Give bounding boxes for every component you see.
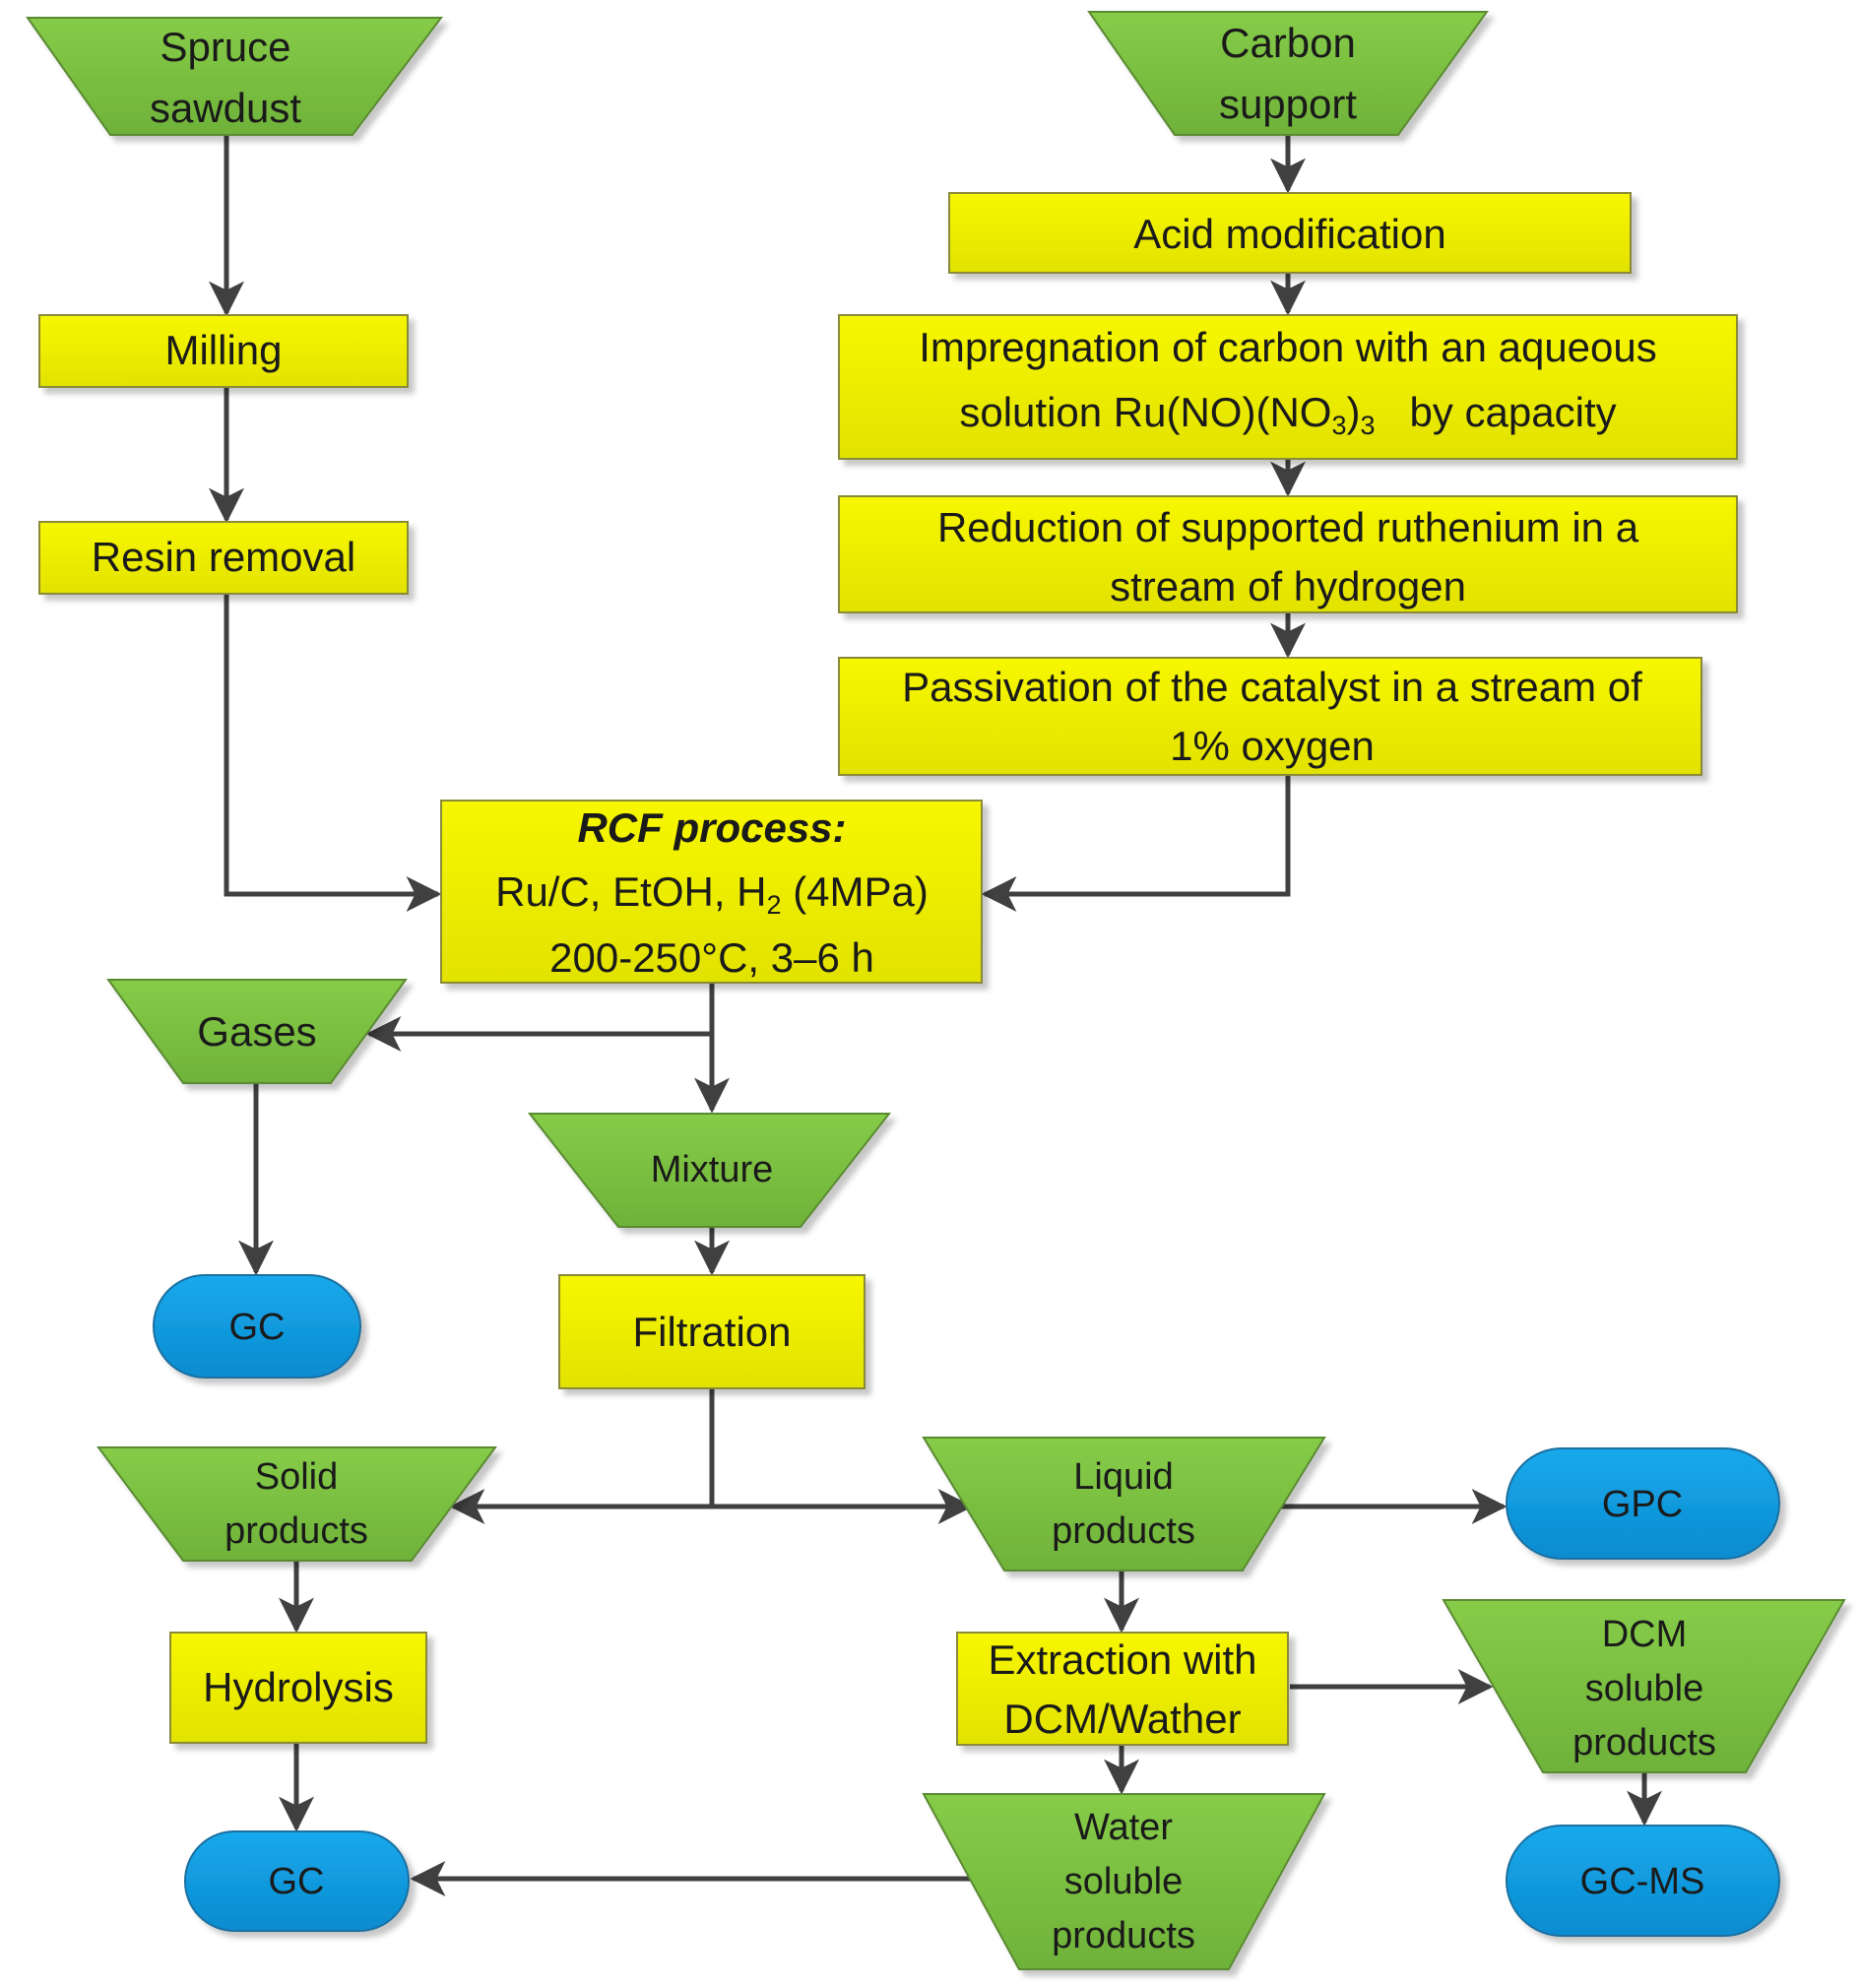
arrow-passivation-to-rcf — [981, 775, 1291, 912]
resin-removal-label: Resin removal — [92, 534, 355, 580]
product-dcm-soluble: DCM soluble products — [1442, 1599, 1846, 1773]
carbon-support-line1: Carbon — [1220, 20, 1356, 66]
arrow-resin-to-rcf — [224, 594, 442, 912]
product-solid: Solid products — [96, 1446, 497, 1562]
liquid-line1: Liquid — [1073, 1456, 1173, 1498]
step-hydrolysis: Hydrolysis — [169, 1632, 427, 1744]
input-spruce-sawdust: Spruce sawdust — [26, 17, 444, 136]
solid-line1: Solid — [255, 1456, 339, 1498]
gc-gases-label: GC — [229, 1307, 286, 1348]
impregnation-line2: solution Ru(NO)(NO3)3 by capacity — [959, 389, 1616, 440]
step-extraction: Extraction with DCM/Wather — [956, 1632, 1289, 1746]
gc-hydrolysis-label: GC — [269, 1861, 325, 1902]
product-liquid: Liquid products — [922, 1437, 1326, 1571]
filtration-label: Filtration — [632, 1309, 791, 1355]
rcf-conditions: Ru/C, EtOH, H2 (4MPa) — [495, 868, 929, 920]
mixture-label: Mixture — [651, 1149, 774, 1190]
product-water-soluble: Water soluble products — [922, 1793, 1326, 1970]
step-milling: Milling — [38, 314, 409, 388]
water-soluble-line1: Water — [1074, 1807, 1173, 1848]
solid-line2: products — [225, 1510, 368, 1552]
acid-modification-label: Acid modification — [1133, 211, 1445, 257]
liquid-line2: products — [1052, 1510, 1195, 1552]
passivation-line2: 1% oxygen — [1170, 723, 1375, 769]
water-soluble-line3: products — [1052, 1915, 1195, 1956]
gpc-label: GPC — [1602, 1484, 1683, 1525]
product-mixture: Mixture — [527, 1113, 892, 1228]
step-passivation: Passivation of the catalyst in a stream … — [838, 657, 1702, 776]
step-impregnation: Impregnation of carbon with an aqueous s… — [838, 314, 1738, 460]
water-soluble-line2: soluble — [1064, 1861, 1183, 1902]
step-reduction: Reduction of supported ruthenium in a st… — [838, 495, 1738, 613]
connectors — [209, 135, 1662, 1896]
rcf-title: RCF process: — [577, 804, 846, 851]
step-rcf-process: RCF process: Ru/C, EtOH, H2 (4MPa) 200-2… — [440, 800, 983, 984]
spruce-sawdust-line2: sawdust — [150, 85, 301, 131]
impregnation-line1: Impregnation of carbon with an aqueous — [919, 324, 1657, 370]
dcm-soluble-line1: DCM — [1602, 1614, 1688, 1655]
input-carbon-support: Carbon support — [1087, 11, 1489, 136]
step-acid-modification: Acid modification — [948, 192, 1632, 274]
rcf-temperature: 200-250°C, 3–6 h — [549, 934, 874, 981]
spruce-sawdust-line1: Spruce — [160, 24, 290, 70]
milling-label: Milling — [164, 327, 282, 373]
reduction-line2: stream of hydrogen — [1110, 563, 1466, 609]
analysis-gc-hydrolysis: GC — [184, 1830, 410, 1932]
analysis-gc-gases: GC — [153, 1274, 361, 1379]
step-resin-removal: Resin removal — [38, 521, 409, 595]
hydrolysis-label: Hydrolysis — [203, 1664, 394, 1710]
reduction-line1: Reduction of supported ruthenium in a — [937, 504, 1639, 550]
carbon-support-line2: support — [1219, 81, 1357, 127]
step-filtration: Filtration — [558, 1274, 866, 1389]
gcms-label: GC-MS — [1580, 1861, 1705, 1902]
extraction-line2: DCM/Wather — [1003, 1696, 1241, 1742]
analysis-gcms: GC-MS — [1506, 1825, 1780, 1937]
product-gases: Gases — [106, 979, 408, 1084]
gases-label: Gases — [197, 1008, 316, 1055]
extraction-line1: Extraction with — [988, 1636, 1256, 1683]
passivation-line1: Passivation of the catalyst in a stream … — [902, 664, 1642, 710]
dcm-soluble-line3: products — [1572, 1722, 1716, 1764]
analysis-gpc: GPC — [1506, 1447, 1780, 1560]
dcm-soluble-line2: soluble — [1585, 1668, 1703, 1709]
